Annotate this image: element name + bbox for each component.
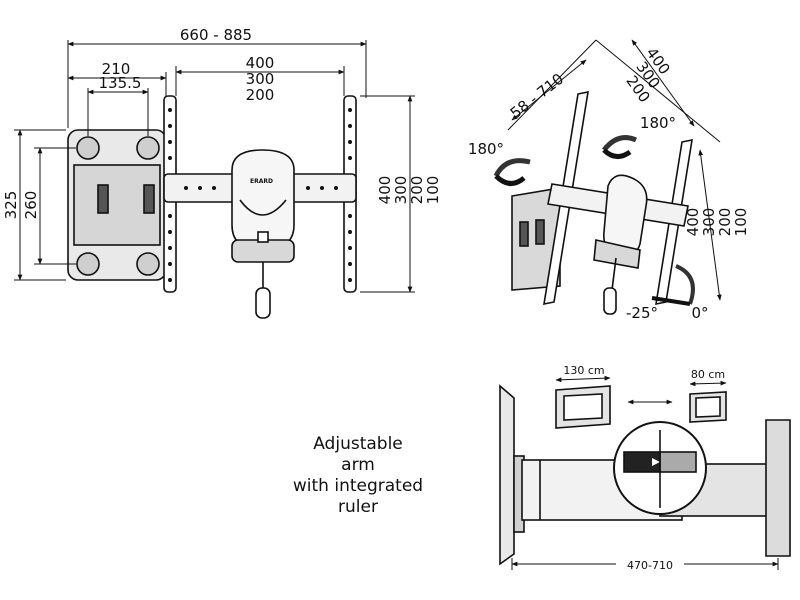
- caption-line-1: Adjustable: [313, 434, 403, 454]
- plate-height-outer-label: 325: [2, 191, 20, 220]
- release-handle: [255, 287, 271, 319]
- large-screen-label: 130 cm: [563, 364, 604, 377]
- tilt-arrow: [675, 264, 695, 305]
- p-vesa-h-400: 400: [684, 208, 702, 237]
- tilt-neutral-label: 0°: [691, 304, 708, 322]
- side-view-labels: 130 cm 80 cm 470-710: [563, 364, 725, 572]
- rotate-right-arrow: [602, 135, 638, 152]
- perspective-view: [493, 39, 722, 315]
- tv-panel-side: [499, 384, 515, 566]
- front-view: ERARD: [14, 40, 415, 319]
- front-view-labels: 660 - 885 210 135.5 400 300 200 400 300 …: [2, 26, 442, 219]
- p-vesa-h-200: 200: [716, 208, 734, 237]
- small-screen-label: 80 cm: [691, 368, 725, 381]
- arm-outer-label: 210: [102, 60, 131, 78]
- caption-line-2: arm: [341, 455, 375, 475]
- side-view: [499, 375, 791, 570]
- caption-line-4: ruler: [338, 497, 378, 517]
- reach-range-label: 470-710: [627, 559, 673, 572]
- p-vesa-h-300: 300: [700, 208, 718, 237]
- side-wall-bracket: [765, 419, 791, 557]
- vesa-w-300: 300: [246, 70, 275, 88]
- tilt-down-label: -25°: [626, 304, 658, 322]
- vesa-h-300: 300: [392, 176, 410, 205]
- rotate-left-arrow: [493, 158, 531, 178]
- p-vesa-h-100: 100: [732, 208, 750, 237]
- vesa-h-200: 200: [408, 176, 426, 205]
- vesa-w-200: 200: [246, 86, 275, 104]
- perspective-release-handle: [603, 287, 617, 315]
- width-range-label: 660 - 885: [180, 26, 252, 44]
- brand-mark: ERARD: [250, 178, 273, 185]
- arm-inner-label: 135.5: [99, 74, 142, 92]
- vesa-w-400: 400: [246, 54, 275, 72]
- extension-range-label: 58 - 710: [507, 70, 567, 123]
- rotation-left-label: 180°: [468, 140, 504, 158]
- vesa-h-400: 400: [376, 176, 394, 205]
- plate-height-inner-label: 260: [22, 191, 40, 220]
- feature-caption: Adjustable arm with integrated ruler: [278, 434, 438, 518]
- vesa-h-100: 100: [424, 176, 442, 205]
- caption-line-3: with integrated: [292, 476, 424, 496]
- rotation-right-label: 180°: [640, 114, 676, 132]
